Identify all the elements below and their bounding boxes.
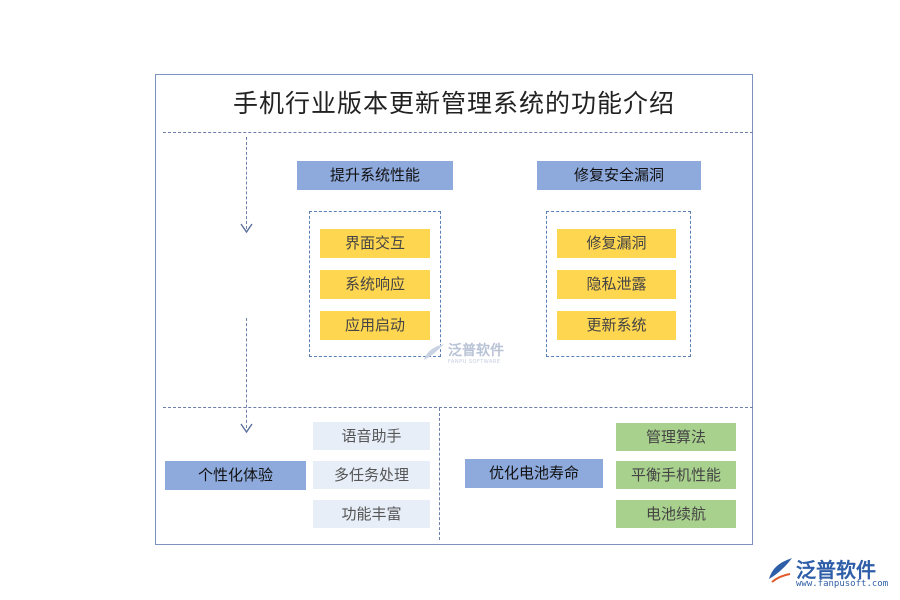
section-divider (163, 407, 753, 408)
flow-line-top (246, 137, 247, 229)
watermark-name: 泛普软件 (448, 343, 504, 359)
watermark-sub: FANPU SOFTWARE (448, 359, 501, 365)
brand-logo: 泛普软件 www.fanpusoft.com (766, 553, 896, 597)
item-system-response: 系统响应 (320, 270, 430, 299)
diagram-frame (155, 74, 753, 545)
watermark-logo-icon (424, 344, 444, 360)
item-balance-performance: 平衡手机性能 (616, 461, 736, 489)
bottom-column-divider (439, 408, 440, 540)
category-security: 修复安全漏洞 (537, 161, 701, 190)
item-battery-life: 电池续航 (616, 500, 736, 528)
brand-url: www.fanpusoft.com (796, 579, 889, 589)
item-interface-interaction: 界面交互 (320, 229, 430, 258)
item-management-algorithm: 管理算法 (616, 423, 736, 451)
category-battery: 优化电池寿命 (465, 459, 603, 488)
diagram-title: 手机行业版本更新管理系统的功能介绍 (232, 89, 675, 118)
brand-name: 泛普软件 (796, 558, 876, 582)
security-items-box (546, 211, 691, 357)
arrow-down-icon (240, 223, 253, 234)
item-update-system: 更新系统 (557, 311, 676, 340)
category-personalization: 个性化体验 (165, 461, 306, 490)
title-divider (163, 132, 753, 133)
item-app-launch: 应用启动 (320, 311, 430, 340)
brand-logo-icon (769, 558, 792, 583)
performance-items-box (309, 211, 441, 357)
arrow-down-icon (240, 423, 253, 434)
flow-line-bottom (246, 318, 247, 428)
item-voice-assistant: 语音助手 (313, 422, 430, 450)
category-performance: 提升系统性能 (297, 161, 453, 190)
item-privacy-leak: 隐私泄露 (557, 270, 676, 299)
item-multitasking: 多任务处理 (313, 461, 430, 489)
item-fix-vulnerabilities: 修复漏洞 (557, 229, 676, 258)
item-rich-features: 功能丰富 (313, 500, 430, 528)
